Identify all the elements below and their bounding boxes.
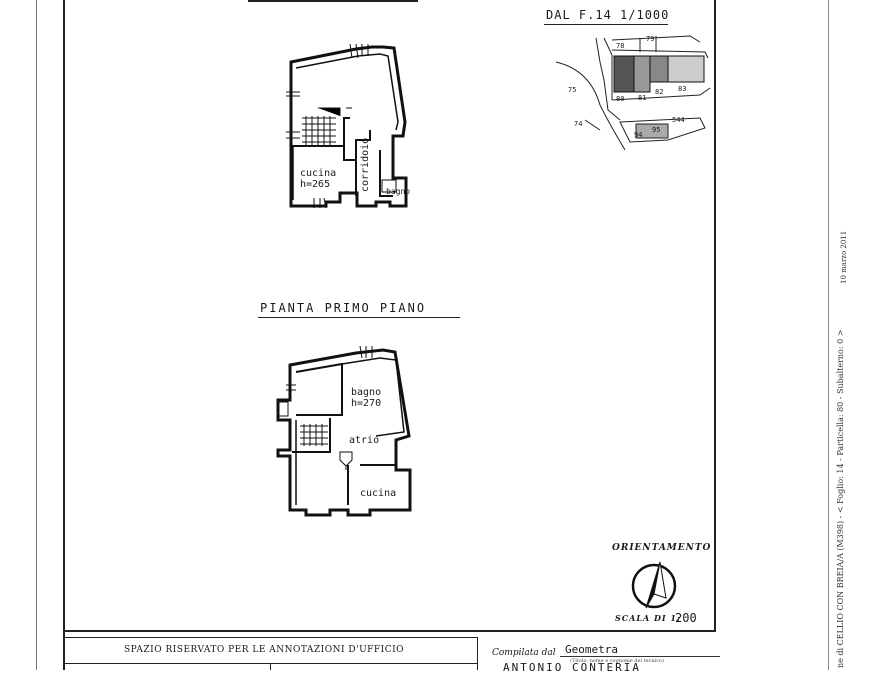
compiled-by-caption: (Titolo, nome e cognome del tecnico) [570,658,664,664]
ground-floor-plan [286,43,408,209]
room-label-cucina-ground: cucina h=265 [300,168,337,190]
north-arrow [631,561,677,609]
first-floor-title: PIANTA PRIMO PIANO [260,301,427,315]
parcel-label: 74 [574,120,583,128]
compiled-by-name: ANTONIO CONTERIA [503,661,641,674]
parcel-label: 81 [638,94,647,102]
scale-value: 200 [675,611,697,625]
side-date-text: 10 marzo 2011 [840,230,848,284]
compiled-by-title: Geometra [565,643,618,656]
room-label-bagno-first: bagno h=270 [351,387,382,409]
office-annotations-divider [270,663,271,670]
sheet-outer-margin-right [828,0,829,670]
sheet-border-right [714,0,716,632]
cadastral-map-title: DAL F.14 1/1000 [546,8,670,22]
sheet-border-bottom [63,630,716,632]
cadastral-map [555,35,711,151]
room-label-bagno-ground: bagno [386,187,411,196]
room-label-cucina-first: cucina [360,488,397,499]
first-floor-plan [276,345,412,517]
room-label-corridoio: corridoio [360,137,371,192]
cadastral-map-title-underline [544,24,668,25]
compiled-by-label: Compilata dal [492,648,556,658]
sheet-outer-margin-left [36,0,37,670]
ground-floor-hatching [318,107,352,116]
parcel-label: 75 [568,86,577,94]
parcel-label: 544 [672,116,685,124]
parcel-label: 83 [678,85,687,93]
parcel-label: 95 [652,126,661,134]
first-floor-title-underline [258,317,460,318]
parcel-label: 79 [646,35,655,43]
office-annotations-title: SPAZIO RISERVATO PER LE ANNOTAZIONI D'UF… [124,645,405,655]
parcel-label: 78 [616,42,625,50]
side-reference-text: ne di CELLIO CON BREIA/A (M398) - < Fogl… [836,329,845,668]
scale-label: SCALA DI 1: [615,613,681,623]
top-frame-stub [248,0,418,2]
orientation-label: ORIENTAMENTO [612,543,712,553]
parcel-label: 82 [655,88,664,96]
room-label-atrio: atrio [349,435,380,446]
sheet-border-left [63,0,65,670]
parcel-label: 94 [634,131,643,139]
office-annotations-box [63,637,478,670]
parcel-label: 80 [616,95,625,103]
compiled-by-rule [560,656,720,657]
